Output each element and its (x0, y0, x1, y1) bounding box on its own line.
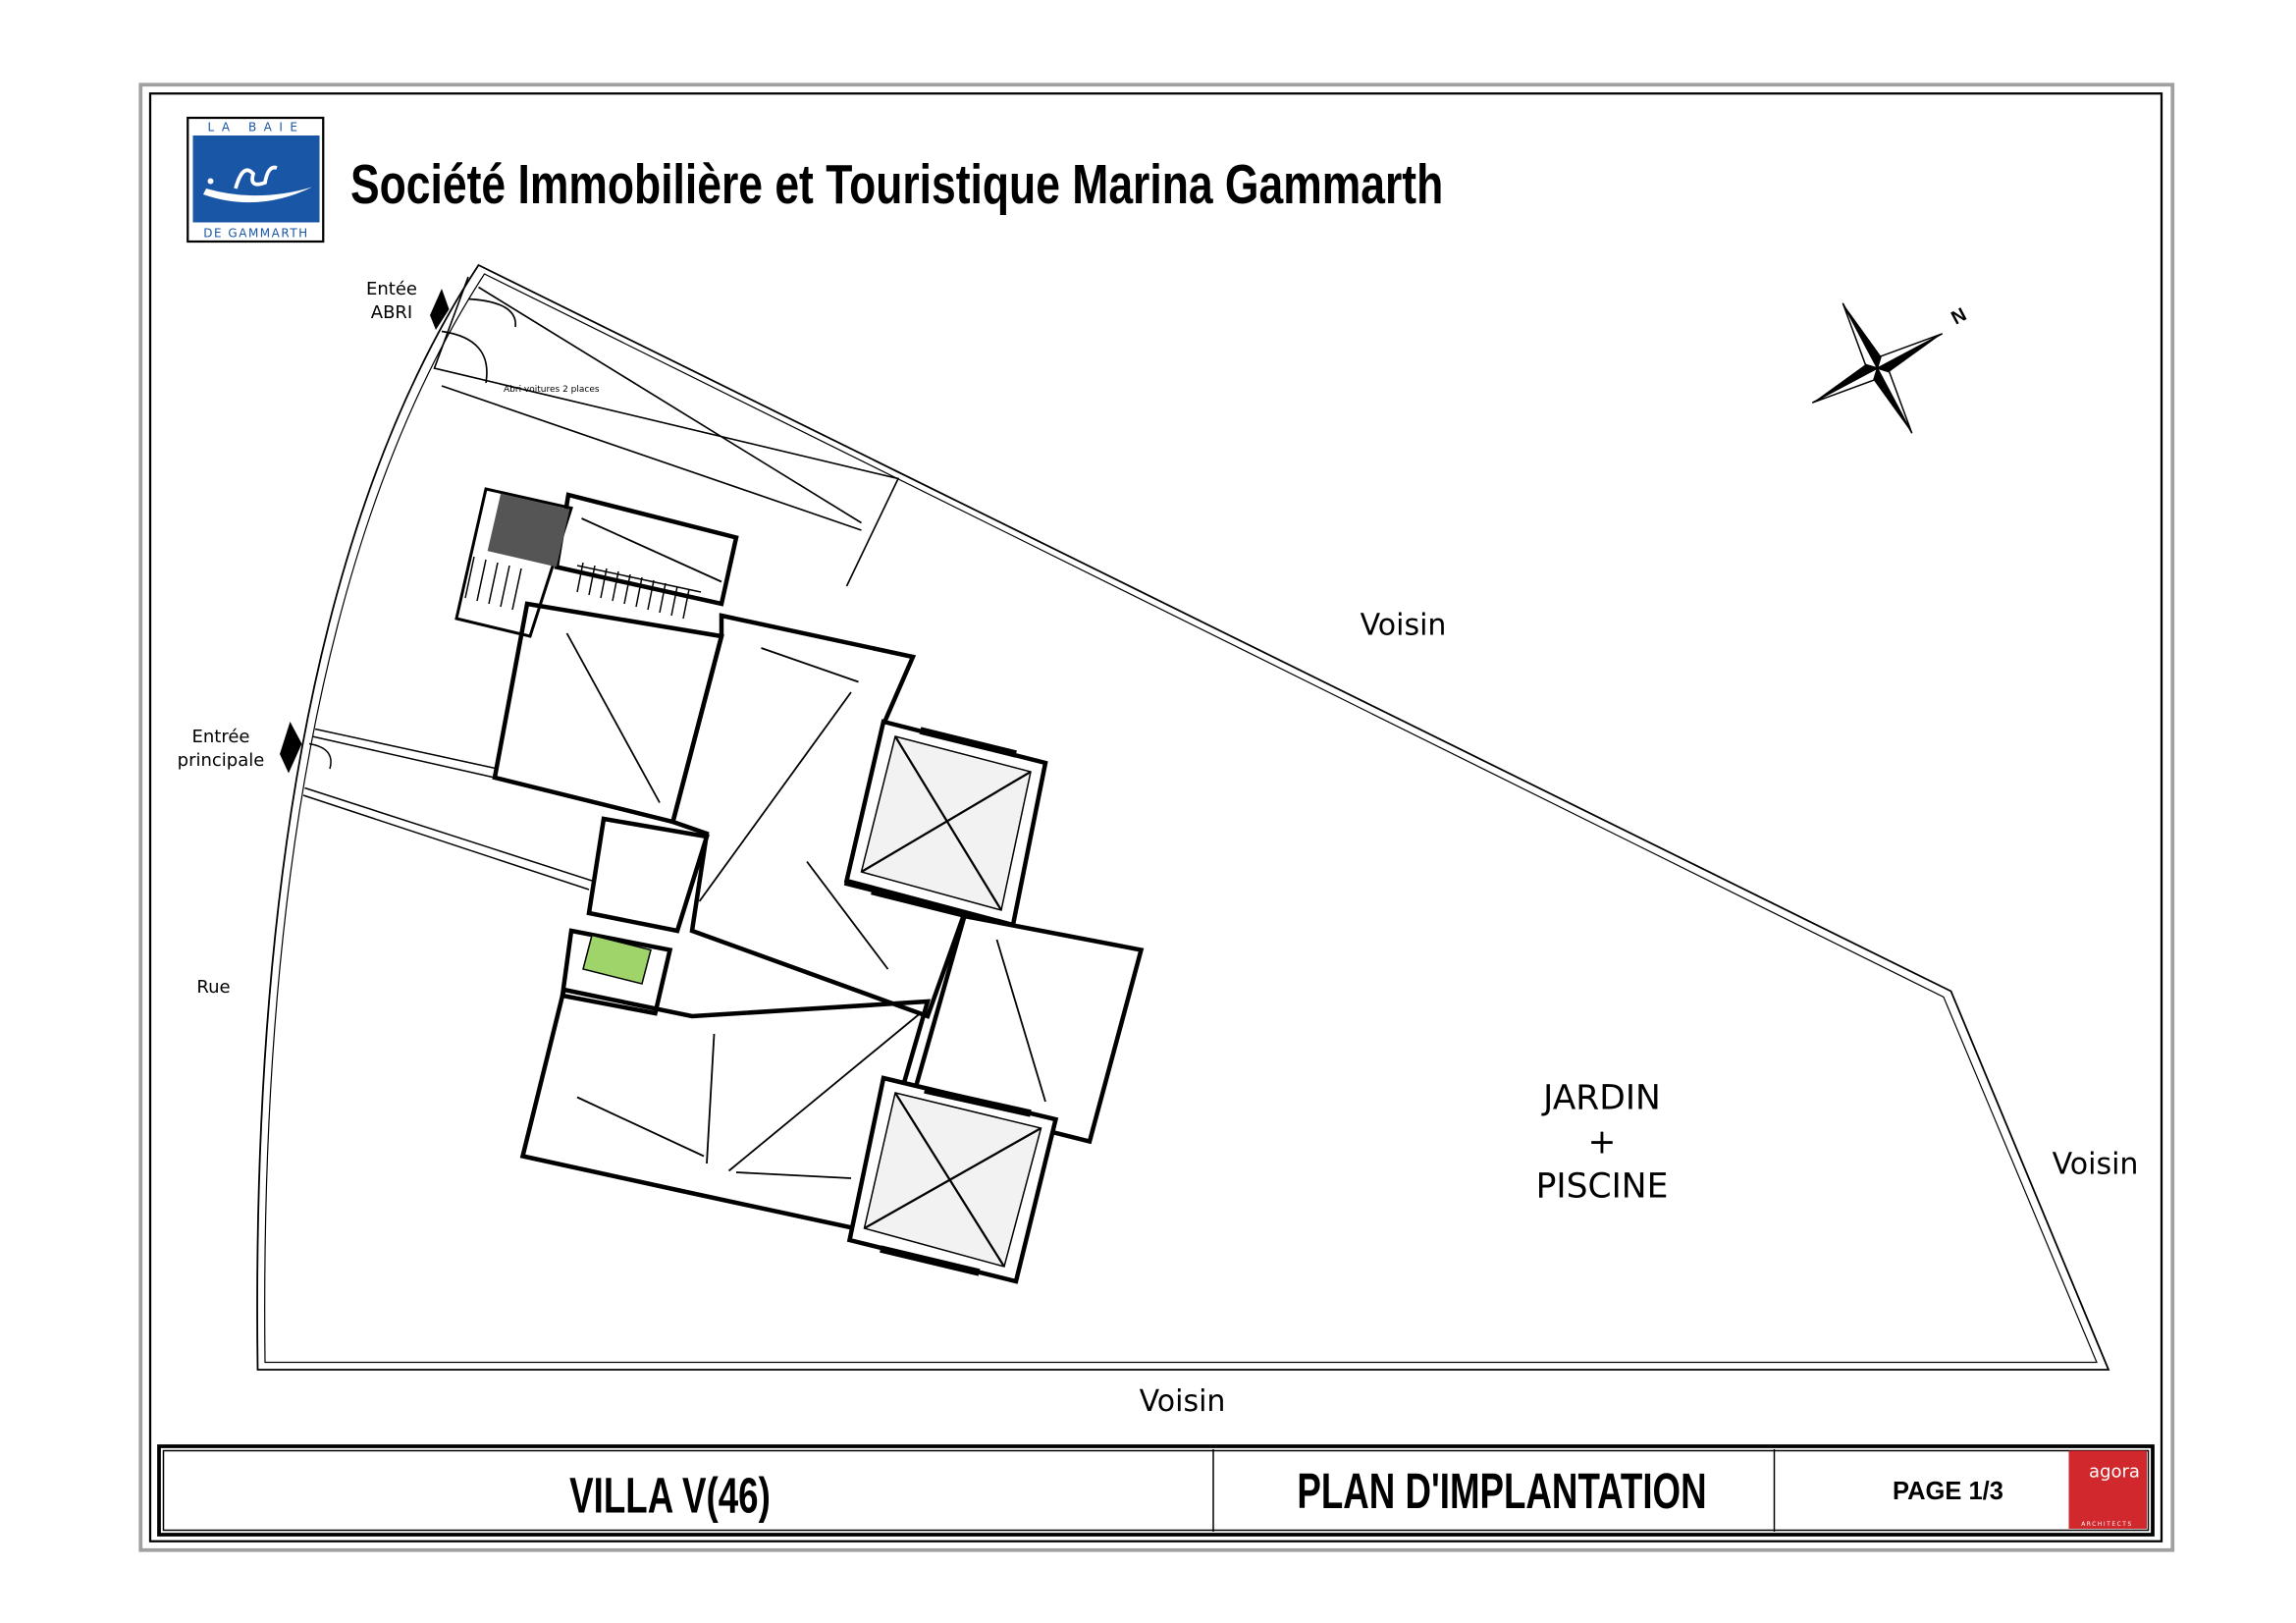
company-title: Société Immobilière et Touristique Marin… (350, 153, 1443, 216)
agora-logo-text: agora (2089, 1462, 2140, 1483)
agora-logo-sub: ARCHITECTS (2081, 1521, 2133, 1528)
stair-tower-upper (843, 719, 1048, 928)
outer-frame (138, 82, 2175, 1552)
neighbor-right-label: Voisin (2053, 1148, 2139, 1182)
shelter-entry-label-1: Entée (366, 279, 417, 299)
neighbor-bottom-label: Voisin (1140, 1384, 1226, 1419)
main-entry-label-2: principale (178, 750, 265, 771)
slope-arrows (565, 517, 1046, 1179)
north-compass-icon (1811, 302, 1944, 434)
neighbor-top-label: Voisin (1361, 609, 1447, 643)
shelter-entry-label-2: ABRI (371, 302, 412, 323)
logo-bottom-text: DE GAMMARTH (203, 227, 308, 241)
garden-label-1: JARDIN (1541, 1079, 1661, 1118)
street-label: Rue (196, 977, 230, 998)
north-label: N (1948, 303, 1970, 329)
garden-label-2: + (1588, 1123, 1617, 1163)
garden-label-3: PISCINE (1536, 1167, 1669, 1207)
stair-tower-lower (846, 1075, 1059, 1284)
carport-label: Abri voitures 2 places (504, 385, 600, 395)
site-boundary (256, 263, 2110, 1371)
entry-stairs (464, 556, 702, 620)
pool-patch (582, 934, 652, 985)
entrance-path (302, 728, 593, 891)
logo-top-text: LA BAIE (207, 121, 304, 135)
title-block: VILLA V(46) PLAN D'IMPLANTATION PAGE 1/3… (157, 1444, 2155, 1537)
inner-frame (148, 92, 2163, 1542)
drawing-title: PLAN D'IMPLANTATION (1297, 1464, 1706, 1519)
main-entry-arrow-icon (280, 722, 302, 774)
page-number: PAGE 1/3 (1893, 1478, 2003, 1505)
stair-hatch (487, 493, 570, 568)
carport (433, 276, 900, 587)
main-entry-label-1: Entrée (192, 727, 250, 747)
shelter-entry-arrow-icon (430, 289, 450, 330)
project-name: VILLA V(46) (569, 1469, 771, 1524)
agora-logo: agora ARCHITECTS (2068, 1450, 2147, 1529)
la-baie-logo: LA BAIE DE GAMMARTH (187, 116, 325, 243)
